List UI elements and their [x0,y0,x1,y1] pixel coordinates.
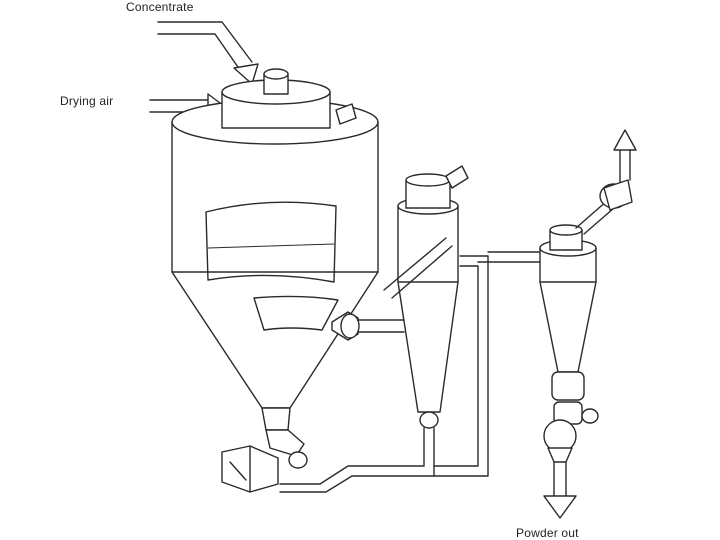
powder-out-arrow [543,461,577,519]
drying-air-label: Drying air [60,94,114,108]
air-distributor [221,68,357,129]
transport-duct [433,251,549,477]
drying-chamber [171,99,379,409]
chamber-outlet [261,407,308,469]
exhaust-fan [575,129,637,235]
return-line [279,427,435,493]
fluid-bed-unit [221,445,279,493]
concentrate-label: Concentrate [126,0,194,14]
cyclone-2 [539,224,597,373]
powder-out-label: Powder out [516,526,579,540]
cyclone-1 [397,165,469,429]
concentrate-inlet-arrow [157,21,259,85]
rotary-valves [543,371,599,463]
chamber-to-cyclone-duct [331,237,453,341]
